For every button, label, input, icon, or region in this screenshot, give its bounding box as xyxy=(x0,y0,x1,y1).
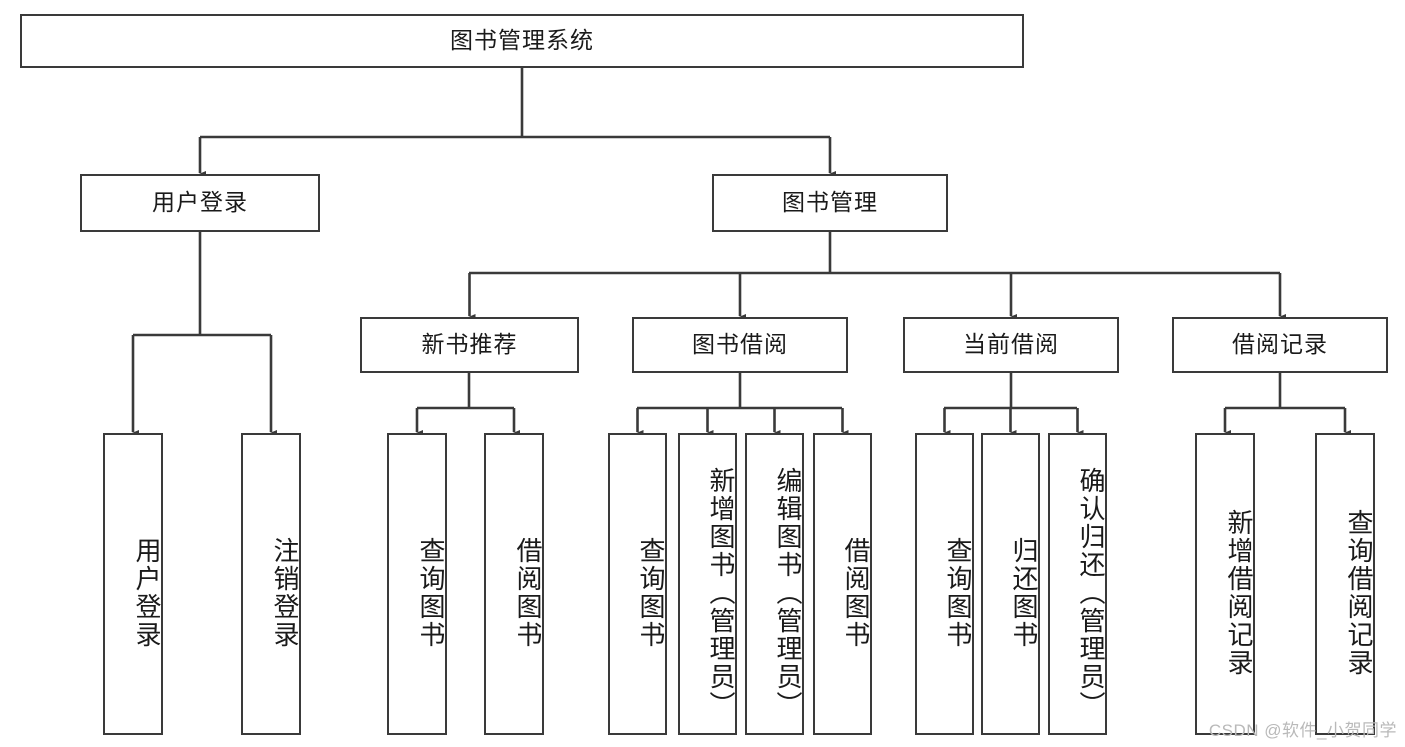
node-leaf-query-book-3[interactable]: 查询图书 xyxy=(915,433,974,735)
node-new-book-recommend[interactable]: 新书推荐 xyxy=(360,317,579,373)
node-borrow-record-label: 借阅记录 xyxy=(1232,331,1328,358)
node-leaf-add-record[interactable]: 新增借阅记录 xyxy=(1195,433,1255,735)
node-leaf-borrow-book-1-label: 借阅图书 xyxy=(513,537,543,649)
node-leaf-query-book-1[interactable]: 查询图书 xyxy=(387,433,447,735)
node-leaf-query-book-3-label: 查询图书 xyxy=(943,537,973,649)
node-leaf-user-login-label: 用户登录 xyxy=(132,537,162,649)
node-leaf-add-book-label: 新增图书（管理员） xyxy=(706,467,736,719)
node-user-login-label: 用户登录 xyxy=(152,189,248,216)
node-leaf-confirm-return[interactable]: 确认归还（管理员） xyxy=(1048,433,1107,735)
node-leaf-edit-book-label: 编辑图书（管理员） xyxy=(773,467,803,719)
node-leaf-borrow-book-2-label: 借阅图书 xyxy=(841,537,871,649)
node-leaf-query-book-2[interactable]: 查询图书 xyxy=(608,433,667,735)
node-current-borrow[interactable]: 当前借阅 xyxy=(903,317,1119,373)
node-root[interactable]: 图书管理系统 xyxy=(20,14,1024,68)
node-leaf-return-book-label: 归还图书 xyxy=(1009,537,1039,649)
csdn-watermark: CSDN @软件_小贺同学 xyxy=(1208,721,1397,740)
node-leaf-edit-book[interactable]: 编辑图书（管理员） xyxy=(745,433,804,735)
node-book-borrow-label: 图书借阅 xyxy=(692,331,788,358)
node-leaf-user-logout[interactable]: 注销登录 xyxy=(241,433,301,735)
node-leaf-return-book[interactable]: 归还图书 xyxy=(981,433,1040,735)
node-leaf-borrow-book-2[interactable]: 借阅图书 xyxy=(813,433,872,735)
node-user-login[interactable]: 用户登录 xyxy=(80,174,320,232)
node-current-borrow-label: 当前借阅 xyxy=(963,331,1059,358)
node-borrow-record[interactable]: 借阅记录 xyxy=(1172,317,1388,373)
node-leaf-query-record[interactable]: 查询借阅记录 xyxy=(1315,433,1375,735)
node-root-label: 图书管理系统 xyxy=(450,27,594,54)
node-leaf-borrow-book-1[interactable]: 借阅图书 xyxy=(484,433,544,735)
node-leaf-user-logout-label: 注销登录 xyxy=(270,537,300,649)
node-leaf-add-book[interactable]: 新增图书（管理员） xyxy=(678,433,737,735)
node-leaf-query-book-1-label: 查询图书 xyxy=(416,537,446,649)
node-book-manage-label: 图书管理 xyxy=(782,189,878,216)
node-book-borrow[interactable]: 图书借阅 xyxy=(632,317,848,373)
node-leaf-add-record-label: 新增借阅记录 xyxy=(1224,509,1254,677)
node-leaf-user-login[interactable]: 用户登录 xyxy=(103,433,163,735)
node-leaf-confirm-return-label: 确认归还（管理员） xyxy=(1076,467,1106,719)
node-book-manage[interactable]: 图书管理 xyxy=(712,174,948,232)
node-leaf-query-book-2-label: 查询图书 xyxy=(636,537,666,649)
node-leaf-query-record-label: 查询借阅记录 xyxy=(1344,509,1374,677)
node-new-book-recommend-label: 新书推荐 xyxy=(421,331,518,358)
